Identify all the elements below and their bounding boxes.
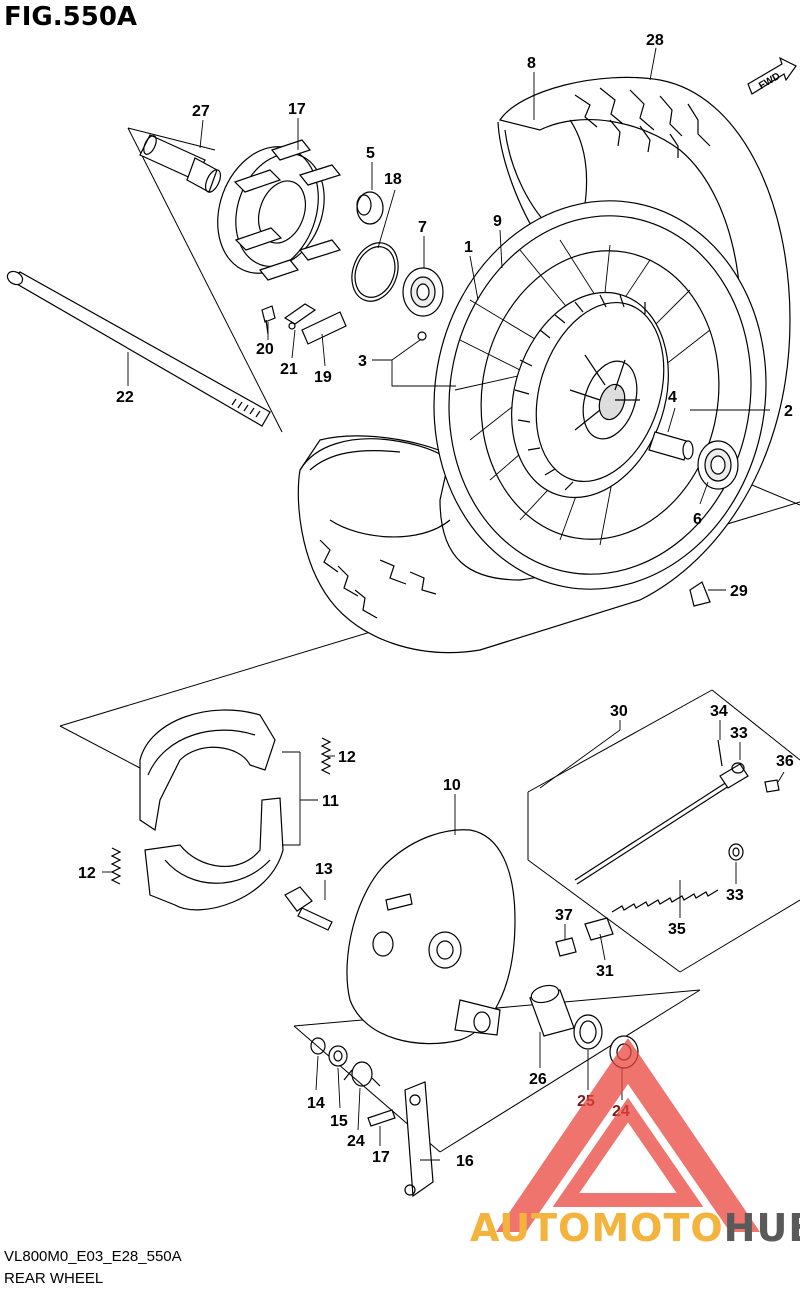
callout-12-lower: 12 bbox=[78, 865, 96, 882]
callout-10: 10 bbox=[443, 777, 461, 794]
callout-22: 21 bbox=[280, 361, 298, 378]
return-spring-part-24 bbox=[343, 1061, 381, 1087]
collar-part-28 bbox=[139, 134, 222, 193]
watermark-logo bbox=[496, 1038, 760, 1232]
callout-1: 1 bbox=[464, 239, 473, 256]
callout-27: 26 bbox=[529, 1071, 547, 1088]
fwd-label: FWD bbox=[757, 71, 782, 92]
callout-33-lower: 33 bbox=[726, 887, 744, 904]
callout-12-upper: 12 bbox=[338, 749, 356, 766]
brake-shoe-lower bbox=[144, 797, 284, 911]
callout-17: 17 bbox=[372, 1149, 390, 1166]
callout-5: 5 bbox=[366, 145, 375, 162]
seal-part-26 bbox=[573, 1014, 603, 1050]
callout-9: 9 bbox=[493, 213, 502, 230]
brake-panel-part-10 bbox=[346, 829, 516, 1045]
callout-8: 8 bbox=[527, 55, 536, 72]
callout-33-upper: 33 bbox=[730, 725, 748, 742]
brake-shoe-upper bbox=[139, 709, 276, 832]
callout-29: 28 bbox=[646, 32, 664, 49]
brake-cam-part-13 bbox=[284, 886, 333, 931]
bearing-part-6 bbox=[697, 440, 739, 490]
plate-part-20 bbox=[301, 311, 347, 345]
watermark-part2: HUB bbox=[723, 1206, 800, 1250]
brake-lever-part-16 bbox=[404, 1081, 434, 1198]
callout-30: 29 bbox=[730, 583, 748, 600]
bearing-part-7 bbox=[402, 267, 444, 317]
callout-4: 4 bbox=[668, 389, 677, 406]
o-ring-part-19 bbox=[351, 242, 399, 302]
callout-15: 15 bbox=[330, 1113, 348, 1130]
callout-13: 13 bbox=[315, 861, 333, 878]
callout-labels: 8 28 9 1 2 4 6 3 27 17 5 18 7 20 21 19 2… bbox=[78, 32, 794, 1170]
callout-24: 24 bbox=[347, 1133, 365, 1150]
bolt-part-17 bbox=[367, 1109, 396, 1127]
callout-32: 31 bbox=[596, 963, 614, 980]
callout-21: 20 bbox=[256, 341, 274, 358]
pin-part-34 bbox=[717, 739, 723, 767]
callout-2: 2 bbox=[784, 403, 793, 420]
nut-part-37 bbox=[555, 937, 577, 957]
callout-19: 18 bbox=[384, 171, 402, 188]
leader-lines bbox=[102, 47, 785, 1161]
callout-6: 6 bbox=[693, 511, 702, 528]
callout-3: 3 bbox=[358, 353, 367, 370]
callout-23: 22 bbox=[116, 389, 134, 406]
axle-part-23 bbox=[6, 270, 271, 427]
circlip-part-14 bbox=[310, 1037, 326, 1055]
washer-part-33-lower bbox=[728, 843, 744, 861]
figure-title: FIG.550A bbox=[4, 2, 138, 32]
footer-name: REAR WHEEL bbox=[4, 1270, 104, 1287]
spacer-part-4 bbox=[648, 431, 694, 461]
callout-16: 16 bbox=[456, 1153, 474, 1170]
spring-part-35 bbox=[611, 889, 719, 913]
callout-31: 30 bbox=[610, 703, 628, 720]
sprocket-drum-18 bbox=[217, 139, 342, 281]
callout-14: 14 bbox=[307, 1095, 325, 1112]
callout-35: 35 bbox=[668, 921, 686, 938]
watermark-part1: AUTOMOTO bbox=[470, 1206, 724, 1250]
pin-part-36 bbox=[764, 779, 780, 793]
washer-part-15 bbox=[328, 1045, 348, 1067]
brake-rod-part-31 bbox=[574, 763, 749, 885]
bolt-part-21 bbox=[261, 305, 276, 335]
footer-code: VL800M0_E03_E28_550A bbox=[4, 1248, 182, 1265]
callout-34: 34 bbox=[710, 703, 728, 720]
valve-cap-part-30 bbox=[689, 581, 711, 607]
joint-part-32 bbox=[584, 917, 614, 941]
callout-36: 36 bbox=[776, 753, 794, 770]
callout-20: 19 bbox=[314, 369, 332, 386]
washer-part-33-upper bbox=[731, 762, 745, 774]
sleeve-part-27 bbox=[529, 984, 575, 1037]
callout-11: 11 bbox=[322, 793, 339, 810]
callout-18: 17 bbox=[288, 101, 306, 118]
spring-part-12-lower bbox=[110, 847, 122, 885]
watermark-text: AUTOMOTOHUB bbox=[470, 1206, 800, 1250]
callout-7: 7 bbox=[418, 219, 427, 236]
washer-part-22 bbox=[283, 303, 317, 330]
fwd-arrow-icon: FWD bbox=[747, 56, 797, 95]
callout-37: 37 bbox=[555, 907, 573, 924]
bushing-part-5 bbox=[356, 191, 384, 225]
rear-hub bbox=[511, 291, 669, 499]
callout-28: 27 bbox=[192, 103, 210, 120]
spoke-nipple-part-3 bbox=[417, 331, 427, 341]
